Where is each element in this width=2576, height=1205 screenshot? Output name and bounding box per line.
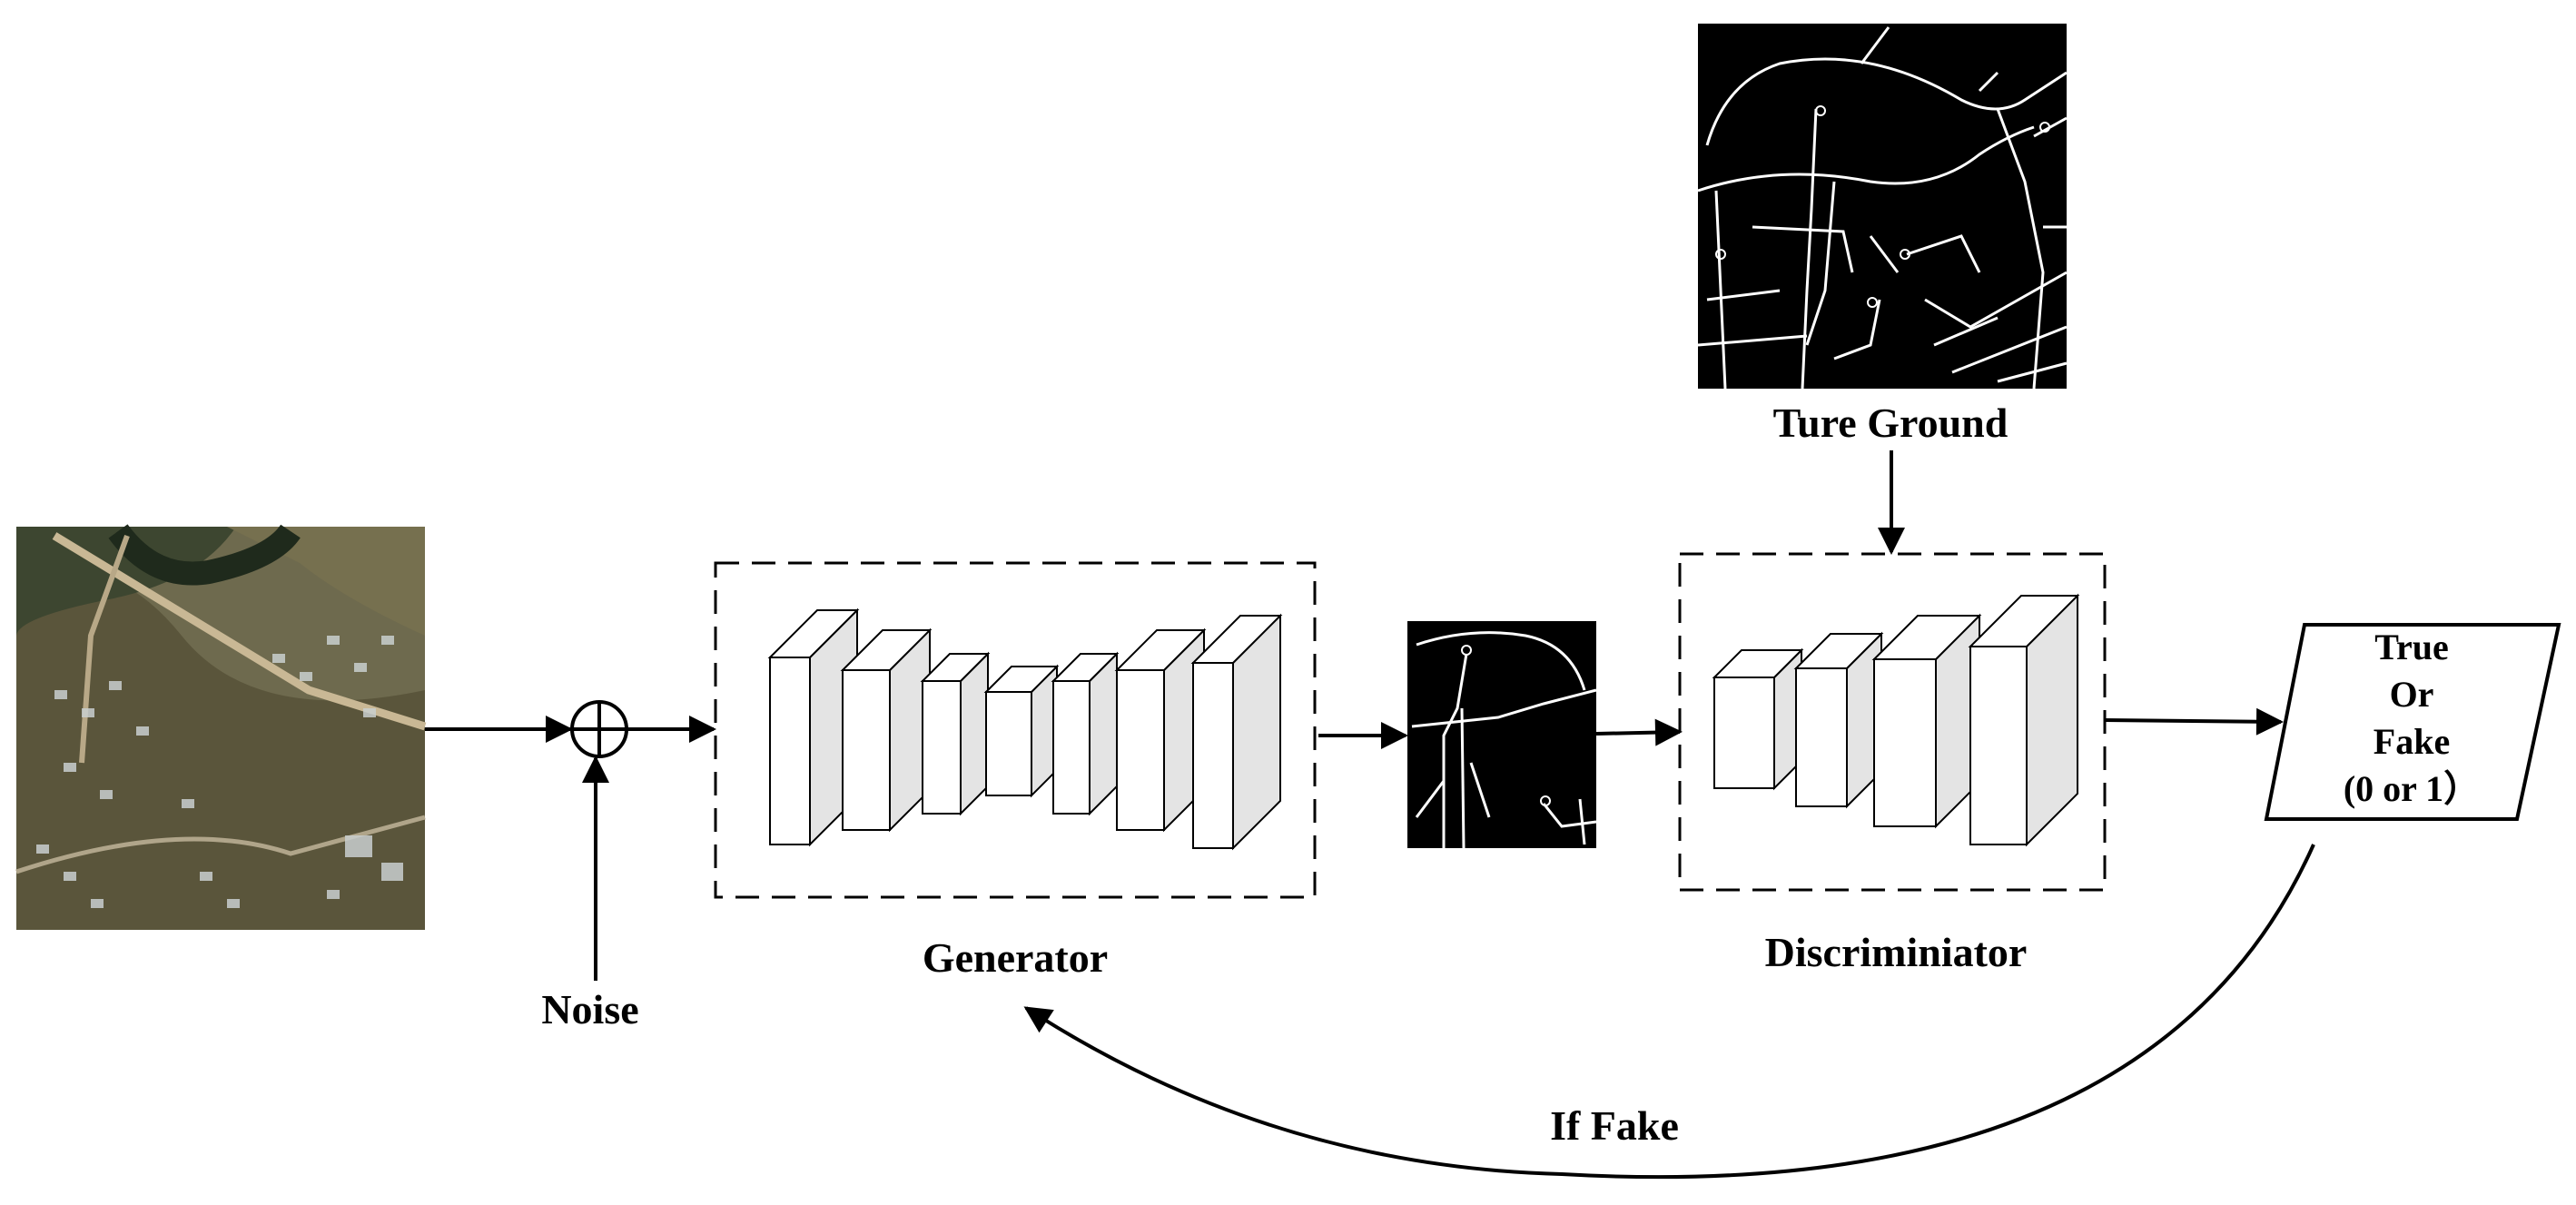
discriminator-layer-1 — [1712, 647, 1804, 791]
ground-truth-label: Ture Ground — [1773, 400, 2008, 446]
discriminator-layer-4 — [1968, 593, 2080, 847]
discriminator-layer-3 — [1871, 613, 1982, 829]
generator-layer-7 — [1190, 613, 1283, 851]
generated-road-map — [1407, 621, 1597, 849]
output-line-2: Or — [2390, 674, 2434, 715]
generator-layer-5 — [1051, 651, 1120, 816]
discriminator-blocks — [1712, 593, 2080, 847]
sum-operator — [570, 700, 628, 758]
generator-layer-3 — [920, 651, 991, 816]
output-line-1: True — [2374, 627, 2448, 667]
output-line-3: Fake — [2374, 721, 2450, 762]
feedback-arrow-if-fake — [1023, 844, 2315, 1180]
if-fake-label: If Fake — [1550, 1102, 1679, 1149]
discriminator-layer-2 — [1793, 631, 1884, 809]
generator-label: Generator — [923, 934, 1108, 981]
generator-layer-6 — [1114, 627, 1207, 833]
generator-layer-2 — [840, 627, 933, 833]
generator-box — [714, 561, 1317, 899]
output-box — [2264, 623, 2561, 821]
generator-blocks — [767, 607, 1283, 851]
arrow-map-to-discriminator — [1595, 718, 1683, 746]
input-satellite-image — [15, 524, 427, 930]
ground-truth-road-map — [1697, 24, 2068, 390]
discriminator-label: Discriminiator — [1765, 929, 2028, 975]
noise-label: Noise — [541, 986, 638, 1032]
generator-layer-4 — [983, 664, 1060, 798]
output-line-4: (0 or 1） — [2344, 768, 2480, 809]
arrow-discriminator-to-output — [2104, 707, 2284, 736]
